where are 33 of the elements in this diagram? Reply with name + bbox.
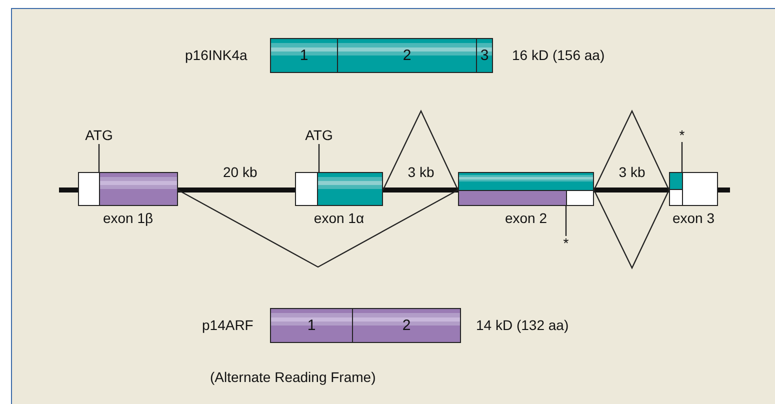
splice-line bbox=[178, 189, 458, 268]
exon-label: exon 3 bbox=[672, 210, 715, 226]
text-label: 16 kD (156 aa) bbox=[512, 48, 605, 62]
exon-box bbox=[295, 172, 383, 206]
leader-line bbox=[98, 144, 100, 172]
site-label: ATG bbox=[304, 128, 334, 142]
text-label: p16INK4a bbox=[185, 48, 248, 62]
exon-label: exon 2 bbox=[504, 210, 548, 226]
exon-box bbox=[458, 172, 594, 206]
protein-segment: 3 bbox=[476, 38, 493, 73]
leader-line bbox=[681, 142, 683, 172]
exon-box bbox=[669, 172, 718, 206]
exon-label: exon 1β bbox=[102, 210, 154, 226]
leader-line bbox=[565, 206, 567, 236]
protein-segment: 2 bbox=[352, 308, 461, 343]
leader-line bbox=[318, 144, 320, 172]
text-label: (Alternate Reading Frame) bbox=[210, 370, 376, 384]
protein-segment: 1 bbox=[270, 308, 353, 343]
splice-line bbox=[593, 190, 670, 270]
splice-line bbox=[382, 110, 459, 190]
exon-box bbox=[78, 172, 178, 206]
protein-segment: 1 bbox=[270, 38, 338, 73]
splice-line bbox=[593, 110, 670, 190]
protein-segment: 2 bbox=[337, 38, 477, 73]
edge-label: 3 kb bbox=[618, 165, 646, 179]
text-label: p14ARF bbox=[202, 318, 254, 332]
edge-label: 3 kb bbox=[406, 165, 436, 179]
text-label: 20 kb bbox=[223, 165, 258, 179]
site-label: * bbox=[561, 236, 571, 250]
text-label: 14 kD (132 aa) bbox=[476, 318, 569, 332]
exon-label: exon 1α bbox=[314, 210, 364, 226]
site-label: * bbox=[677, 128, 687, 142]
site-label: ATG bbox=[84, 128, 114, 142]
